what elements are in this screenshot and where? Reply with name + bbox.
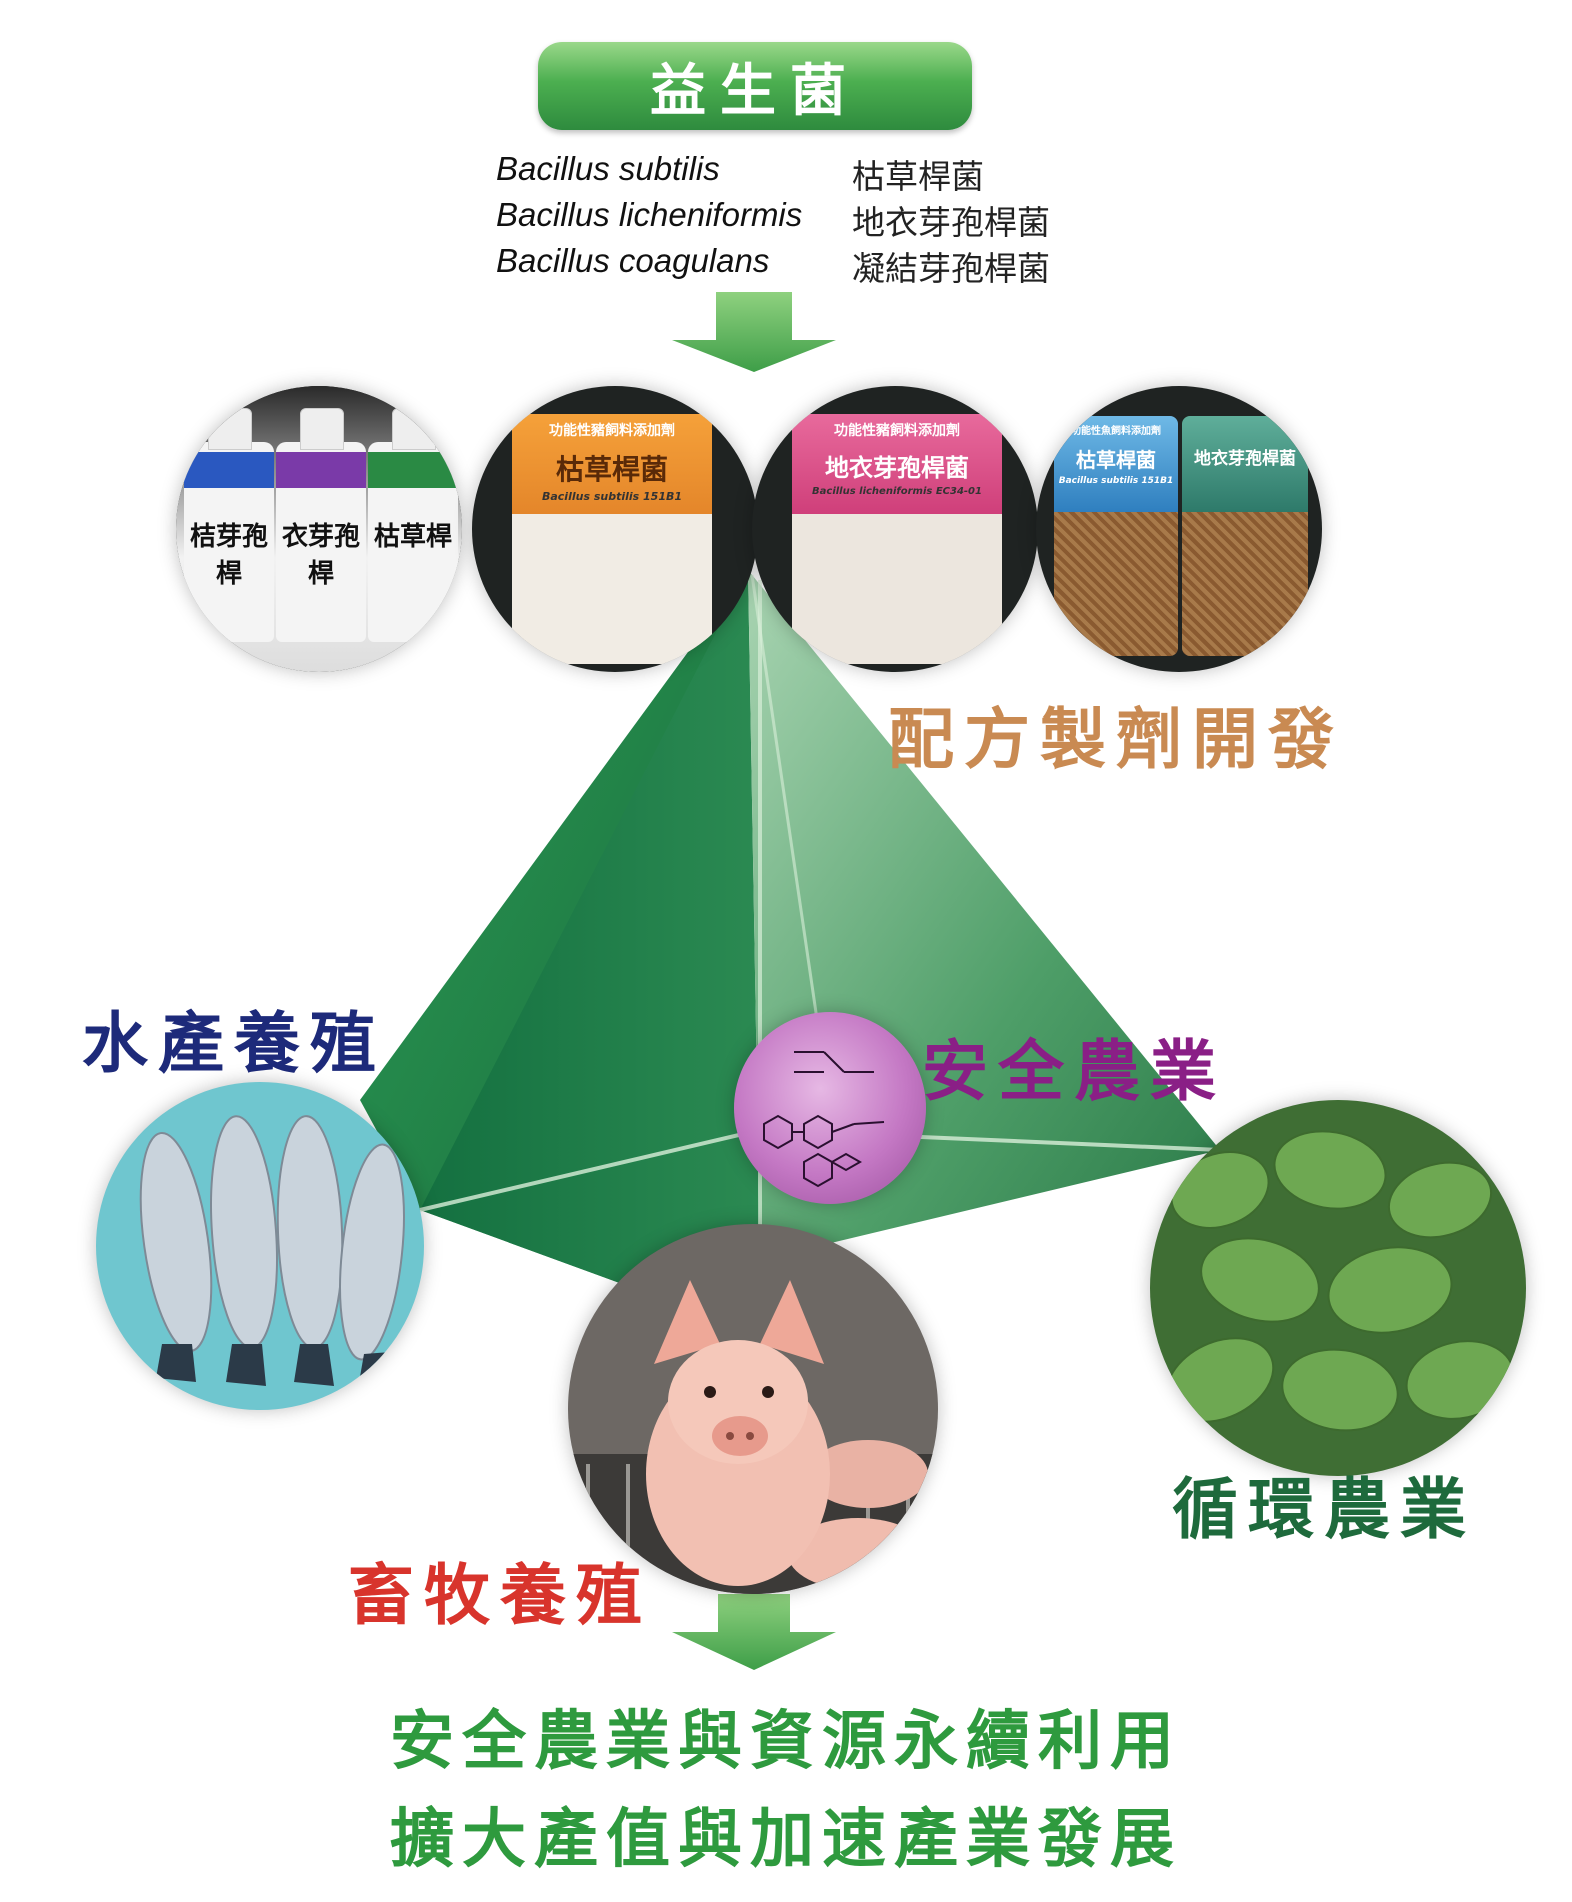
blue-bag-name-right: 地衣芽孢桿菌 <box>1194 449 1296 469</box>
product-bottles-photo: 桔芽孢桿 衣芽孢桿 枯草桿 <box>176 386 462 672</box>
strain-chinese-3: 凝結芽孢桿菌 <box>852 249 1050 288</box>
blue-bag-left: 功能性魚飼料添加劑 枯草桿菌 Bacillus subtilis 151B1 <box>1054 416 1178 656</box>
pink-bag-latin: Bacillus licheniformis EC34-01 <box>812 486 982 497</box>
aquaculture-label: 水產養殖 <box>82 1004 386 1082</box>
probiotics-title: 益生菌 <box>650 57 860 124</box>
result-line-2: 擴大產值與加速產業發展 <box>390 1802 1182 1877</box>
livestock-farming-label: 畜牧養殖 <box>348 1556 652 1634</box>
leafy-crops-photo <box>1150 1100 1526 1476</box>
pink-bag-heading: 功能性豬飼料添加劑 <box>834 423 960 439</box>
safe-agriculture-label: 安全農業 <box>922 1032 1226 1110</box>
product-blue-bag-photo: 功能性魚飼料添加劑 枯草桿菌 Bacillus subtilis 151B1 地… <box>1036 386 1322 672</box>
bottle-label-2: 衣芽孢桿 <box>281 522 360 589</box>
strain-latin-3: Bacillus coagulans <box>496 242 770 279</box>
orange-bag-heading: 功能性豬飼料添加劑 <box>549 423 675 439</box>
strain-latin-1: Bacillus subtilis <box>496 150 720 187</box>
bottle-subtilis: 枯草桿 <box>368 408 458 642</box>
strain-latin-2: Bacillus licheniformis <box>496 196 803 233</box>
product-orange-bag-photo: 功能性豬飼料添加劑 枯草桿菌 Bacillus subtilis 151B1 <box>472 386 758 672</box>
blue-bag-latin: Bacillus subtilis 151B1 <box>1058 476 1174 486</box>
pyramid-front-face <box>420 570 760 1330</box>
blue-bag-heading: 功能性魚飼料添加劑 <box>1071 426 1161 437</box>
fish-photo <box>96 1082 424 1410</box>
strain-chinese-1: 枯草桿菌 <box>852 157 984 196</box>
formulation-development-label: 配方製劑開發 <box>888 700 1344 778</box>
strain-chinese-2: 地衣芽孢桿菌 <box>852 203 1050 242</box>
result-line-1: 安全農業與資源永續利用 <box>390 1704 1182 1779</box>
top-arrow <box>672 292 836 372</box>
bottle-coagulans: 桔芽孢桿 <box>184 408 274 642</box>
orange-bag-latin: Bacillus subtilis 151B1 <box>541 490 683 503</box>
bottom-arrow <box>672 1594 836 1670</box>
blue-bag-name-left: 枯草桿菌 <box>1076 448 1156 472</box>
pig-photo <box>568 1224 938 1594</box>
pink-bag-name: 地衣芽孢桿菌 <box>825 454 969 482</box>
circular-agriculture-label: 循環農業 <box>1172 1470 1476 1548</box>
pink-bag: 功能性豬飼料添加劑 地衣芽孢桿菌 Bacillus licheniformis … <box>792 414 1002 664</box>
bottle-label-3: 枯草桿 <box>373 522 452 552</box>
blue-bag-right: 地衣芽孢桿菌 <box>1182 416 1308 656</box>
bottle-label-1: 桔芽孢桿 <box>189 522 268 589</box>
probiotics-title-badge: 益生菌 <box>538 42 972 130</box>
orange-bag: 功能性豬飼料添加劑 枯草桿菌 Bacillus subtilis 151B1 <box>512 414 712 664</box>
chemical-structure-image <box>734 1012 926 1204</box>
product-pink-bag-photo: 功能性豬飼料添加劑 地衣芽孢桿菌 Bacillus licheniformis … <box>752 386 1038 672</box>
orange-bag-name: 枯草桿菌 <box>555 453 668 486</box>
bottle-licheniformis: 衣芽孢桿 <box>276 408 366 642</box>
